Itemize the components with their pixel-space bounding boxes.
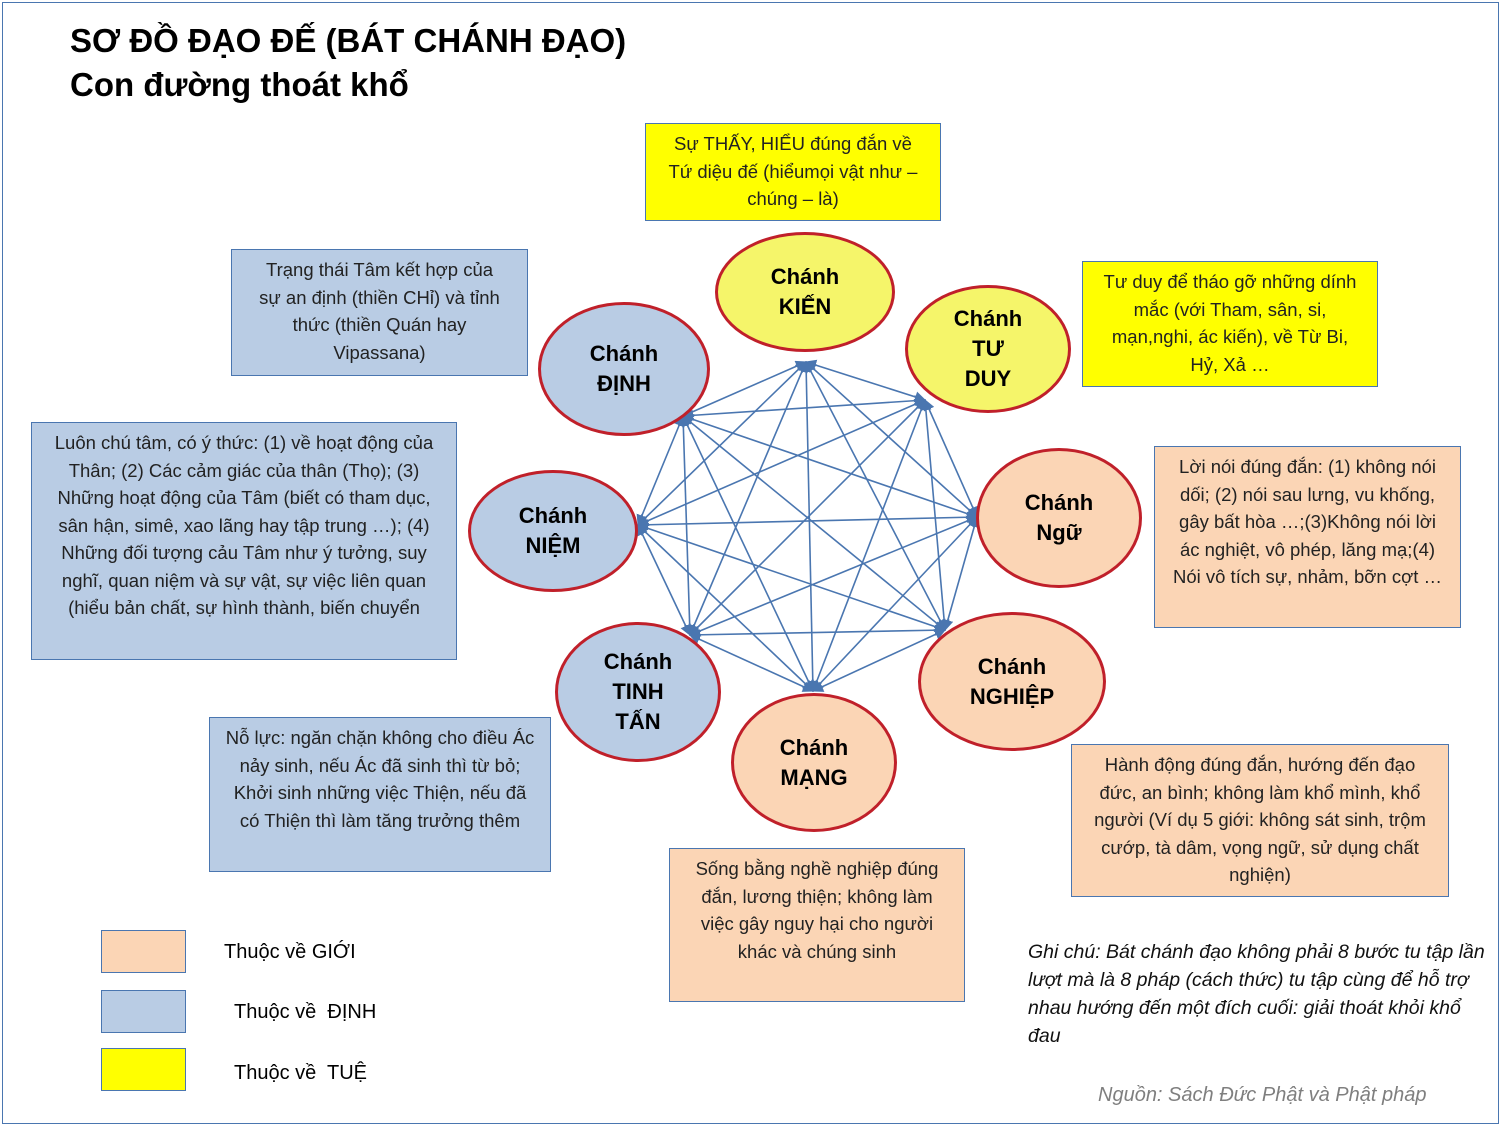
dinh-description: Trạng thái Tâm kết hợp của sự an định (t… bbox=[231, 249, 528, 376]
chanh-niem-node: Chánh NIỆM bbox=[468, 470, 638, 592]
connector-kien-tu-duy bbox=[804, 359, 927, 403]
chanh-nghiep-node: Chánh NGHIỆP bbox=[918, 612, 1106, 751]
legend-label-gioi: Thuộc về GIỚI bbox=[224, 941, 356, 963]
chanh-tu-duy-node: Chánh TƯ DUY bbox=[905, 285, 1071, 413]
connector-tu-duy-ngu bbox=[923, 398, 979, 519]
legend-label-dinh: Thuộc về ĐỊNH bbox=[234, 1001, 377, 1023]
chanh-dinh-node: Chánh ĐỊNH bbox=[538, 302, 710, 436]
mang-description: Sống bằng nghề nghiệp đúng đắn, lương th… bbox=[669, 848, 965, 1002]
chanh-kien-node: Chánh KIẾN bbox=[715, 232, 895, 352]
chanh-ngu-node: Chánh Ngữ bbox=[976, 448, 1142, 588]
ngu-description: Lời nói đúng đắn: (1) không nói dối; (2)… bbox=[1154, 446, 1461, 628]
tu-duy-description: Tư duy để tháo gỡ những dính mắc (với Th… bbox=[1082, 261, 1378, 387]
kien-description: Sự THẤY, HIỂU đúng đắn về Tứ diệu đế (hi… bbox=[645, 123, 941, 221]
niem-description: Luôn chú tâm, có ý thức: (1) về hoạt độn… bbox=[31, 422, 457, 660]
connector-tinh-tan-niem bbox=[637, 523, 691, 637]
connector-tu-duy-dinh bbox=[681, 395, 927, 421]
diagram-subtitle: Con đường thoát khổ bbox=[70, 66, 409, 103]
connector-ngu-dinh bbox=[681, 413, 979, 520]
legend-label-tue: Thuộc về TUỆ bbox=[234, 1062, 368, 1084]
legend-swatch-dinh bbox=[101, 990, 186, 1033]
connector-tinh-tan-dinh bbox=[677, 414, 696, 637]
legend-swatch-gioi bbox=[101, 930, 186, 973]
connector-niem-dinh bbox=[636, 414, 685, 527]
nghiep-description: Hành động đúng đắn, hướng đến đạo đức, a… bbox=[1071, 744, 1449, 897]
legend-swatch-tue bbox=[101, 1048, 186, 1091]
chanh-tinh-tan-node: Chánh TINH TẤN bbox=[555, 622, 721, 762]
connector-mang-dinh bbox=[682, 414, 814, 693]
diagram-title: SƠ ĐỒ ĐẠO ĐẾ (BÁT CHÁNH ĐẠO) bbox=[70, 22, 627, 59]
tinh-tan-description: Nỗ lực: ngăn chặn không cho điều Ác nảy … bbox=[209, 717, 551, 872]
chanh-mang-node: Chánh MẠNG bbox=[731, 693, 897, 832]
connector-nghiep-tinh-tan bbox=[688, 624, 947, 641]
source-text: Nguồn: Sách Đức Phật và Phật pháp bbox=[1098, 1084, 1427, 1106]
connector-kien-mang bbox=[800, 360, 819, 693]
note-text: Ghi chú: Bát chánh đạo không phải 8 bước… bbox=[1028, 941, 1485, 1047]
